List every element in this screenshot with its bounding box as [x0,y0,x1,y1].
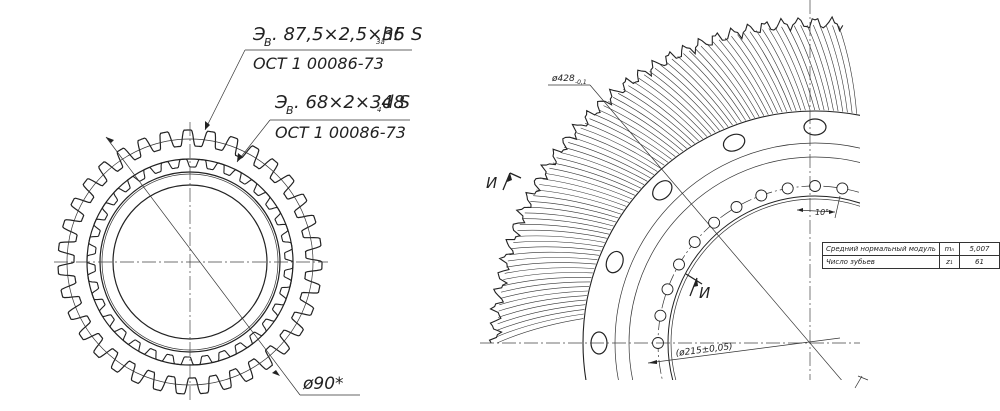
callout-1-leader [204,49,246,131]
arrowhead [205,121,210,130]
svg-text:ОСТ 1 00086-73: ОСТ 1 00086-73 [275,123,406,142]
extension-line [834,195,841,219]
arrowhead [648,360,657,364]
table-row: Число зубьев z₁ 61 [822,255,1000,269]
section-mark-top [502,172,522,191]
bevel-tooth-lines [496,24,857,344]
svg-text:ОСТ 1 00086-73: ОСТ 1 00086-73 [253,54,384,73]
section-label-bottom: И [699,284,710,302]
bevel-tooth-tips [488,15,844,344]
flange-circle [628,156,860,380]
bolt-circle-dim-line [647,337,841,364]
outer-diameter-label: ø428 [551,74,575,84]
arrowhead [272,370,280,376]
callout-2-leader [236,119,271,163]
arrowhead [106,137,114,143]
section-label-top: И [486,174,497,192]
diameter-leader [105,136,301,396]
svg-text:h6: h6 [382,24,405,45]
diameter-label: ø90* [302,374,344,394]
section-mark-partial [854,375,869,389]
svg-text:d8: d8 [382,92,405,113]
diameter-leader [589,84,842,380]
angle-dim-line [796,209,836,213]
svg-text:. 68×2×34 S: . 68×2×34 S [294,92,410,113]
bolt-circle-label: (ø215±0,05) [675,342,733,359]
small-bolt-holes [652,180,849,349]
large-oval-holes [590,118,827,355]
arrowhead [797,208,803,212]
svg-text:Э: Э [252,24,266,45]
svg-text:4: 4 [377,106,381,114]
angle-label: 10° [815,208,829,217]
svg-text:В: В [264,36,272,49]
spline-gear-view [54,49,412,402]
svg-text:. 87,5×2,5×35 S: . 87,5×2,5×35 S [272,24,422,45]
table-row: Средний нормальный модуль mₙ 5,007 [822,242,1000,256]
svg-text:Э: Э [274,92,288,113]
callout-2-text: Э В . 68×2×34 S 4 d8 ОСТ 1 00086-73 [274,92,410,142]
outer-diameter-tolerance: -0,1 [575,79,587,86]
callout-1-text: Э В . 87,5×2,5×35 S 3a h6 ОСТ 1 00086-73 [252,24,422,73]
svg-text:В: В [286,104,294,117]
arrowhead [237,153,243,162]
gear-parameters-table: Средний нормальный модуль mₙ 5,007 Число… [822,242,1000,269]
svg-text:3a: 3a [376,38,385,46]
bore-circle-thin [670,198,860,380]
bevel-gear-view [480,0,869,389]
tooth-root-circle [582,110,860,380]
outer-spline-teeth [57,129,323,395]
arrowhead [829,210,835,214]
